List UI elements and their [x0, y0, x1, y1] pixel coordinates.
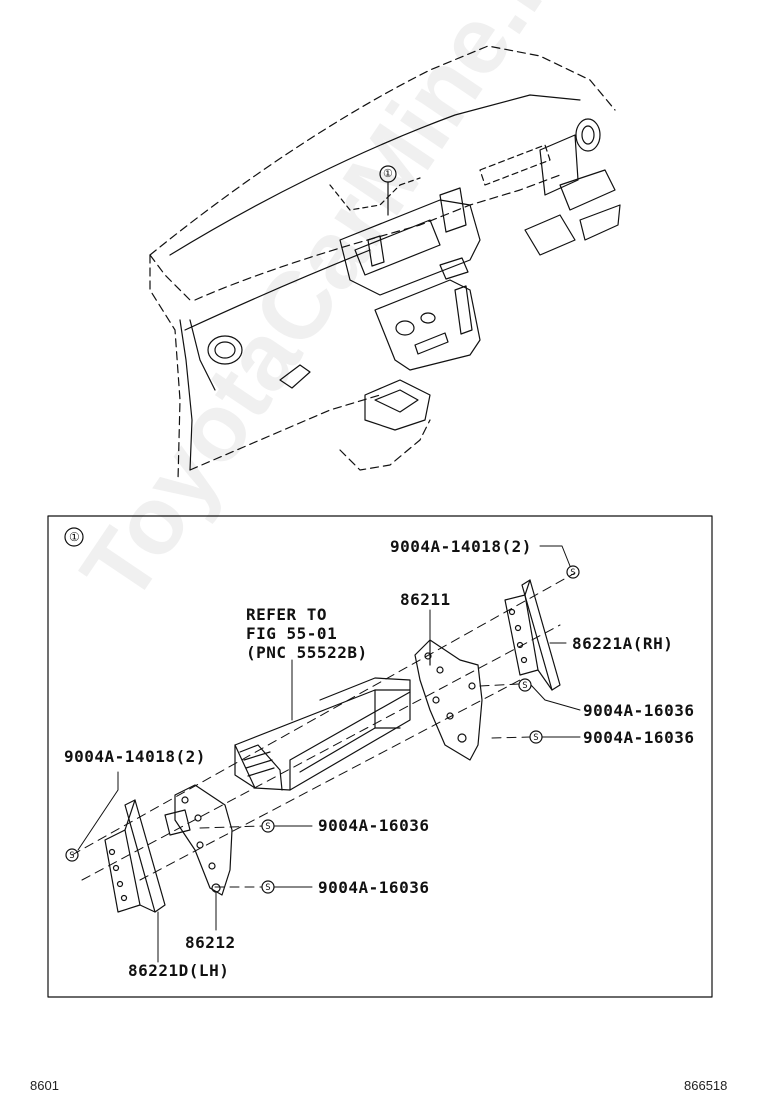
- label-bolt-left: 9004A-14018(2): [64, 747, 206, 766]
- detail-frame: [47, 515, 713, 998]
- screw-symbols: [65, 565, 580, 894]
- detail-callout-circle: [64, 527, 84, 547]
- svg-text:S: S: [533, 733, 538, 743]
- footer-left-code: 8601: [30, 1078, 59, 1093]
- mount-lh-shape: [104, 799, 166, 913]
- label-refer-line2: FIG 55-01: [246, 624, 338, 643]
- svg-text:S: S: [265, 883, 270, 893]
- label-mount-lh: 86221D(LH): [128, 961, 230, 980]
- label-bolt-top-right: 9004A-14018(2): [390, 537, 532, 556]
- svg-text:S: S: [522, 681, 527, 691]
- svg-text:S: S: [69, 851, 74, 861]
- bracket-86212-shape: [164, 784, 233, 896]
- dashboard-illustration: [149, 45, 621, 481]
- leader-lines: [77, 545, 581, 963]
- label-screw-rh-upper: 9004A-16036: [583, 701, 695, 720]
- mount-rh-shape: [504, 579, 561, 691]
- label-mount-rh: 86221A(RH): [572, 634, 674, 653]
- pocket-box: [234, 677, 411, 791]
- label-bracket-86211: 86211: [400, 590, 451, 609]
- label-screw-rh-lower: 9004A-16036: [583, 728, 695, 747]
- footer-right-code: 866518: [684, 1078, 728, 1093]
- label-screw-lh-upper: 9004A-16036: [318, 816, 430, 835]
- label-refer-line3: (PNC 55522B): [246, 643, 368, 662]
- bracket-86211-shape: [414, 639, 483, 761]
- overview-callout: ①: [383, 167, 394, 180]
- label-refer-line1: REFER TO: [246, 605, 328, 624]
- label-bracket-86212: 86212: [185, 933, 236, 952]
- label-screw-lh-lower: 9004A-16036: [318, 878, 430, 897]
- svg-text:S: S: [265, 822, 270, 832]
- svg-text:S: S: [570, 568, 575, 578]
- detail-callout-label: ①: [69, 530, 81, 544]
